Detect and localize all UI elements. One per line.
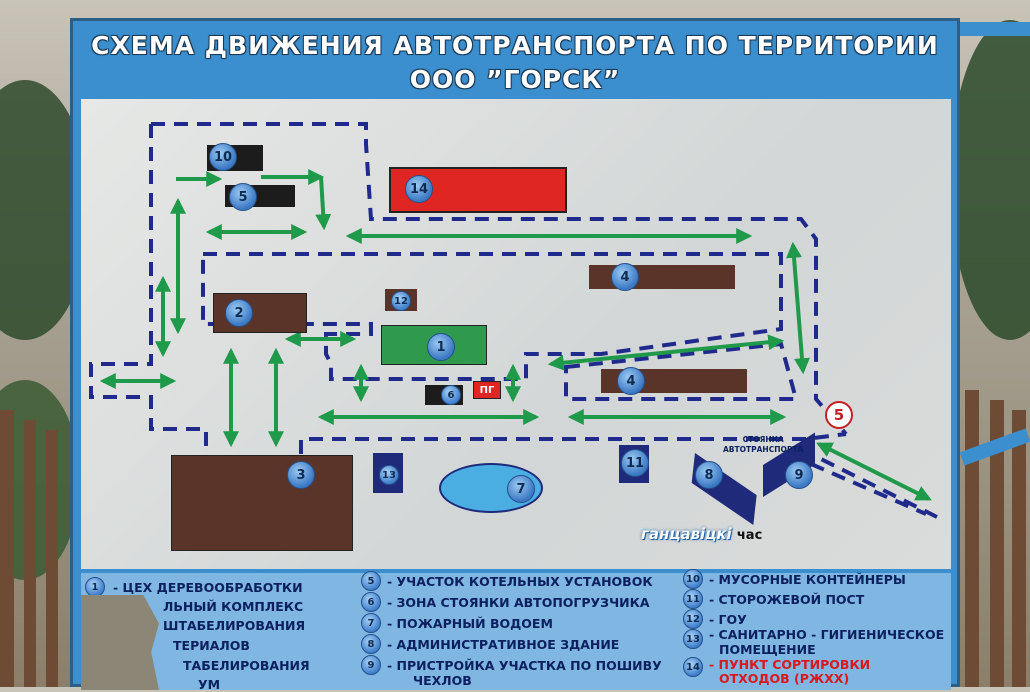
marker-14: 14 (405, 175, 433, 203)
legend-text: - ЦЕХ ДЕРЕВООБРАБОТКИ (113, 580, 303, 595)
legend-text: - ПРИСТРОЙКА УЧАСТКА ПО ПОШИВУ (387, 658, 662, 673)
tree-foliage (950, 20, 1030, 340)
legend-text: - ГОУ (709, 612, 747, 627)
legend-text: ЛЬНЫЙ КОМПЛЕКС (163, 599, 304, 614)
parking-label: СТОЯНКА АВТОТРАНСПОРТА (723, 435, 804, 454)
legend-text: - ЗОНА СТОЯНКИ АВТОПОГРУЗЧИКА (387, 595, 650, 610)
legend-text: ТЕРИАЛОВ (173, 638, 250, 653)
fence-post (1012, 410, 1026, 687)
board-subtitle: ООО ”ГОРСК” (409, 65, 621, 94)
damaged-corner (81, 595, 159, 690)
legend-num: 10 (683, 569, 703, 589)
one-way-arrows (176, 169, 332, 231)
legend-text: ЧЕХЛОВ (413, 673, 472, 688)
legend-text: - ПУНКТ СОРТИРОВКИ (709, 657, 871, 672)
legend-num: 11 (683, 589, 703, 609)
legend-text: ТАБЕЛИРОВАНИЯ (183, 658, 310, 673)
legend-text: ПОМЕЩЕНИЕ (719, 642, 816, 657)
fence-post (46, 430, 58, 687)
legend-text: - ПОЖАРНЫЙ ВОДОЕМ (387, 616, 553, 631)
marker-5: 5 (229, 183, 257, 211)
marker-3: 3 (287, 461, 315, 489)
fence-post (965, 390, 979, 687)
fire-hydrant-label: ПГ (479, 384, 495, 396)
legend-num: 6 (361, 592, 381, 612)
legend-num: 5 (361, 571, 381, 591)
legend-text: - АДМИНИСТРАТИВНОЕ ЗДАНИЕ (387, 637, 620, 652)
marker-4-upper: 4 (611, 263, 639, 291)
marker-13: 13 (379, 465, 399, 485)
building-3 (171, 455, 353, 551)
building-2 (213, 293, 307, 333)
legend-text: - СТОРОЖЕВОЙ ПОСТ (709, 592, 865, 607)
watermark: ганцавіцкі час (641, 525, 763, 543)
marker-4-lower: 4 (617, 367, 645, 395)
fence-post (0, 410, 14, 687)
marker-9: 9 (785, 461, 813, 489)
fire-hydrant-box: ПГ (473, 381, 501, 399)
gate-bar (958, 22, 1030, 36)
legend-text: - САНИТАРНО - ГИГИЕНИЧЕСКОЕ (709, 627, 945, 642)
marker-2: 2 (225, 299, 253, 327)
traffic-arrows (99, 197, 932, 501)
legend-text: ОТХОДОВ (РЖХХ) (719, 671, 850, 686)
legend (81, 573, 951, 690)
legend-text: ШТАБЕЛИРОВАНИЯ (163, 618, 306, 633)
marker-1: 1 (427, 333, 455, 361)
gate-marker-5: 5 (825, 401, 853, 429)
marker-6: 6 (441, 385, 461, 405)
marker-7: 7 (507, 475, 535, 503)
legend-num: 7 (361, 613, 381, 633)
legend-num: 9 (361, 655, 381, 675)
marker-10: 10 (209, 143, 237, 171)
marker-8: 8 (695, 461, 723, 489)
signboard: СХЕМА ДВИЖЕНИЯ АВТОТРАНСПОРТА ПО ТЕРРИТО… (70, 18, 960, 692)
fence-post (24, 420, 36, 687)
route-map (89, 122, 942, 521)
board-title: СХЕМА ДВИЖЕНИЯ АВТОТРАНСПОРТА ПО ТЕРРИТО… (91, 31, 939, 60)
fence-post (990, 400, 1004, 687)
legend-text: - МУСОРНЫЕ КОНТЕЙНЕРЫ (709, 572, 906, 587)
legend-num: 1 (85, 577, 105, 597)
legend-text: - УЧАСТОК КОТЕЛЬНЫХ УСТАНОВОК (387, 574, 653, 589)
marker-11: 11 (621, 449, 649, 477)
legend-num: 8 (361, 634, 381, 654)
legend-num: 13 (683, 629, 703, 649)
legend-text: УМ (198, 677, 221, 692)
legend-num: 14 (683, 657, 703, 677)
legend-num: 12 (683, 609, 703, 629)
building-1-workshop (381, 325, 487, 365)
marker-12: 12 (391, 291, 411, 311)
